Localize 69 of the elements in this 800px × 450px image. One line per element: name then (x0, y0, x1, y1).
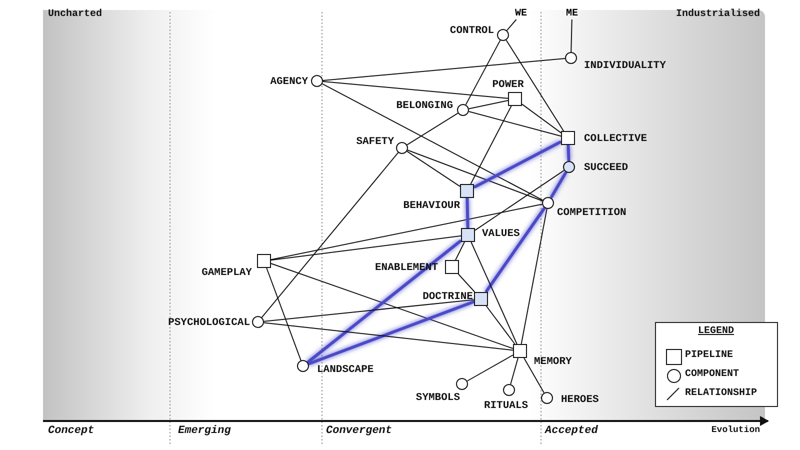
component-label: SUCCEED (584, 162, 628, 174)
component-label: INDIVIDUALITY (584, 60, 666, 72)
component-label: CONTROL (450, 25, 494, 37)
connector-line (270, 263, 514, 349)
connector-line (524, 358, 544, 394)
connector-line (468, 100, 508, 110)
legend-label: PIPELINE (685, 350, 734, 362)
connector-line (266, 268, 302, 361)
node-label: ME (566, 8, 578, 20)
connector-line (470, 106, 512, 184)
component-label: RITUALS (484, 400, 528, 412)
connector-line (470, 242, 518, 344)
component-label: BEHAVIOUR (403, 200, 460, 212)
connector-line (520, 208, 548, 344)
stage-heading: Uncharted (48, 9, 102, 20)
connector-line (322, 58, 566, 81)
connector-line (474, 170, 564, 231)
connector-line (261, 152, 399, 318)
highlighted-connector (484, 207, 546, 293)
connector-line (406, 150, 460, 187)
component-label: AGENCY (270, 76, 308, 88)
component-label: GAMEPLAY (202, 267, 252, 279)
legend-heading: LEGEND (698, 326, 734, 337)
component-label: PSYCHOLOGICAL (168, 317, 250, 329)
highlighted-connector (306, 239, 462, 364)
connector-line (322, 83, 544, 201)
connector-line (506, 19, 517, 31)
component-label: BELONGING (396, 100, 453, 112)
component-label: COMPETITION (557, 207, 626, 219)
connector-line (455, 242, 465, 260)
stage-label: Accepted (545, 425, 598, 437)
connector-line (468, 111, 562, 137)
stage-label: Convergent (326, 425, 392, 437)
connector-line (264, 299, 474, 322)
component-label: HEROES (561, 394, 599, 406)
connector-line (322, 81, 508, 99)
component-label: SAFETY (356, 136, 394, 148)
connector-line (466, 354, 514, 382)
highlighted-connector (308, 300, 475, 366)
legend-label: RELATIONSHIP (685, 388, 758, 400)
component-label: DOCTRINE (422, 291, 473, 303)
highlighted-connector (566, 144, 570, 162)
highlighted-connector (466, 198, 470, 228)
stage-label: Concept (48, 425, 94, 437)
connector-line (522, 104, 562, 134)
component-label: VALUES (482, 228, 520, 240)
component-label: LANDSCAPE (317, 364, 374, 376)
component-label: COLLECTIVE (584, 133, 648, 145)
connector-line (506, 40, 564, 132)
component-label: SYMBOLS (416, 392, 460, 404)
connector-line (407, 150, 543, 202)
connector-line (570, 19, 572, 52)
connector-line (270, 204, 543, 260)
legend-label: COMPONENT (685, 369, 740, 381)
connector-line (270, 235, 462, 261)
connector-line (486, 306, 516, 344)
component-label: POWER (492, 79, 524, 91)
connector-line (264, 322, 514, 351)
stage-label: Emerging (178, 425, 231, 437)
connector-line (406, 112, 458, 146)
connector-line (510, 358, 518, 385)
node-label: WE (515, 8, 527, 20)
connector-line (458, 274, 476, 292)
axis-label: Evolution (711, 425, 760, 435)
connector-line (465, 40, 501, 106)
stage-heading: Industrialised (676, 9, 760, 20)
highlighted-connector (473, 140, 562, 189)
highlighted-connector (550, 171, 568, 199)
component-label: MEMORY (534, 356, 572, 368)
